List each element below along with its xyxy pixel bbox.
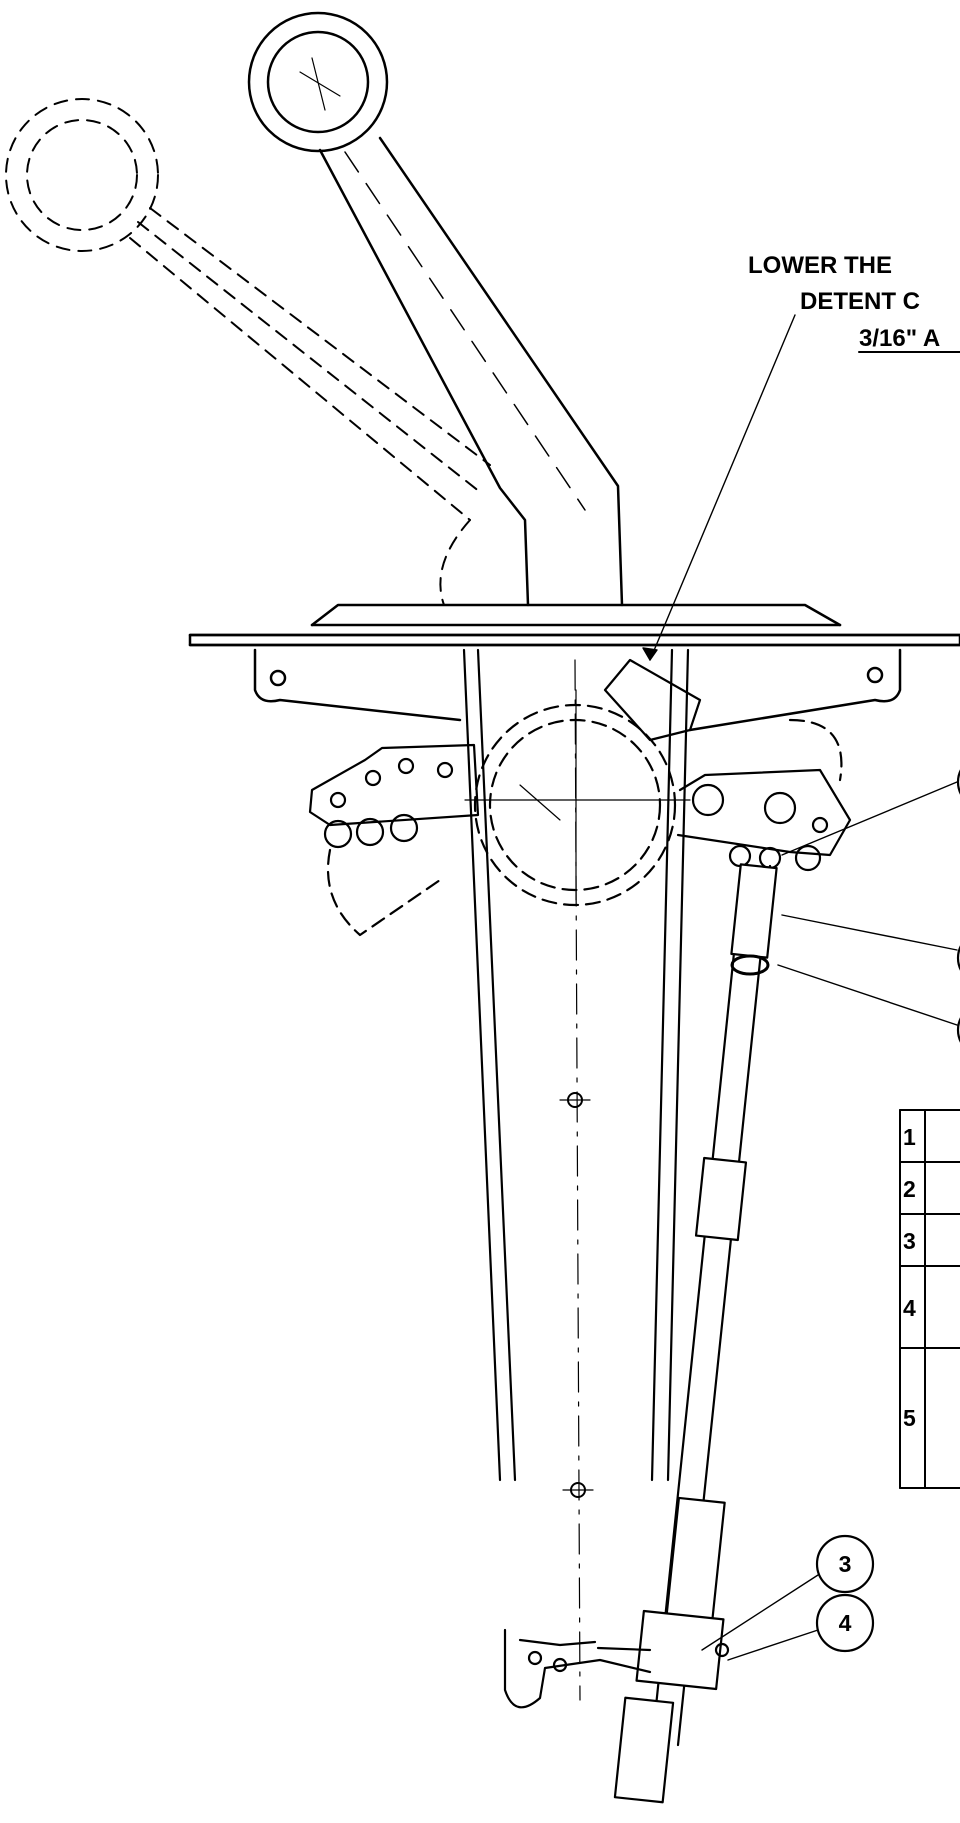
base-plate <box>188 603 960 647</box>
table-row-number: 2 <box>903 1176 916 1202</box>
callout-line-3: 3/16" A <box>859 325 940 352</box>
balloon-3-label: 3 <box>839 1551 852 1577</box>
callout-note: LOWER THE DETENT C 3/16" A <box>748 252 960 353</box>
callout-line-2: DETENT C <box>800 288 920 315</box>
table-row-number: 5 <box>903 1405 916 1431</box>
pivot-centerlines <box>464 689 691 901</box>
shift-lever <box>247 11 624 607</box>
shift-cable <box>613 863 778 1804</box>
table-row-number: 3 <box>903 1228 916 1254</box>
balloon-3: 3 <box>815 1534 875 1594</box>
housing-holes <box>559 1092 594 1498</box>
lever-alternate-position <box>5 98 491 606</box>
leader-lines <box>642 314 958 1661</box>
balloon-4-label: 4 <box>839 1610 852 1636</box>
bottom-clamp <box>503 1628 652 1709</box>
detent-block <box>603 658 702 742</box>
parts-table <box>899 1109 960 1489</box>
callout-line-1: LOWER THE <box>748 252 892 279</box>
mounting-bracket <box>253 648 902 732</box>
parts-table-rows: 1 2 3 4 5 <box>903 1124 916 1431</box>
table-row-number: 4 <box>903 1295 916 1321</box>
right-side-plate <box>676 718 852 872</box>
table-row-number: 1 <box>903 1124 916 1150</box>
left-side-plate <box>308 743 480 937</box>
balloon-4: 4 <box>815 1593 875 1653</box>
pivot-ball <box>473 703 677 907</box>
